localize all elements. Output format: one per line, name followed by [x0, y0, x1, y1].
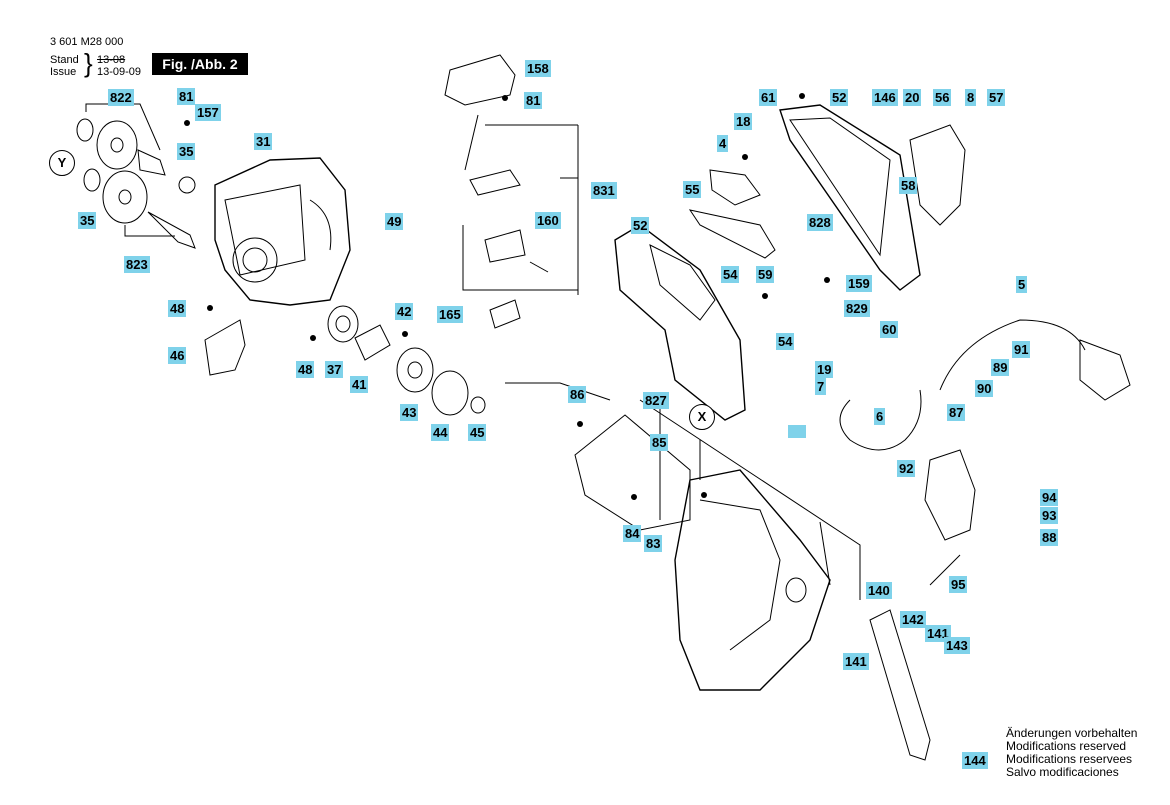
view-marker-y: Y: [49, 150, 75, 176]
part-label-59: 59: [756, 266, 775, 283]
part-label-87: 87: [947, 404, 966, 421]
stand-date: 13-08: [97, 54, 126, 66]
part-label-146: 146: [872, 89, 898, 106]
figure-label: Fig. /Abb. 2: [152, 53, 248, 75]
part-label-58: 58: [899, 177, 918, 194]
part-label-37: 37: [325, 361, 344, 378]
part-label-94: 94: [1040, 489, 1059, 506]
part-label-165: 165: [437, 306, 463, 323]
part-label-822: 822: [108, 89, 134, 106]
part-label-95: 95: [949, 576, 968, 593]
part-label-5: 5: [1016, 276, 1028, 293]
part-label-157: 157: [195, 104, 221, 121]
part-label-49: 49: [385, 213, 404, 230]
part-label-91: 91: [1012, 341, 1031, 358]
part-label-85: 85: [650, 434, 669, 451]
part-label-88: 88: [1040, 529, 1059, 546]
part-label-44: 44: [431, 424, 450, 441]
part-label-93: 93: [1040, 507, 1059, 524]
part-label-48-lower: 48: [296, 361, 315, 378]
part-label-52-lower: 52: [631, 217, 650, 234]
part-label-142: 142: [900, 611, 926, 628]
part-label-8: 8: [965, 89, 977, 106]
part-label-829: 829: [844, 300, 870, 317]
part-label-160: 160: [535, 212, 561, 229]
part-label-31: 31: [254, 133, 273, 150]
modification-notes: Änderungen vorbehalten Modifications res…: [1006, 727, 1137, 779]
part-label-90: 90: [975, 380, 994, 397]
part-label-35-lower: 35: [78, 212, 97, 229]
part-label-81: 81: [177, 88, 196, 105]
part-label-831: 831: [591, 182, 617, 199]
part-label-54-upper: 54: [721, 266, 740, 283]
part-label-144: 144: [962, 752, 988, 769]
part-label-4: 4: [717, 135, 729, 152]
part-label-43: 43: [400, 404, 419, 421]
part-label-54-lower: 54: [776, 333, 795, 350]
part-label-41: 41: [350, 376, 369, 393]
part-label-55: 55: [683, 181, 702, 198]
part-label-46: 46: [168, 347, 187, 364]
part-label-141-left: 141: [843, 653, 869, 670]
part-label-19: 19: [815, 361, 834, 378]
note-fr: Modifications reservees: [1006, 752, 1133, 766]
part-label-48-upper: 48: [168, 300, 187, 317]
part-label-92: 92: [897, 460, 916, 477]
stand-label: Stand: [50, 54, 79, 66]
part-label-6: 6: [874, 408, 886, 425]
part-label-823: 823: [124, 256, 150, 273]
note-es: Salvo modificaciones: [1006, 765, 1119, 779]
part-label-84: 84: [623, 525, 642, 542]
part-label-35-upper: 35: [177, 143, 196, 160]
highlight-marker: [788, 425, 806, 438]
part-label-143: 143: [944, 637, 970, 654]
part-label-159: 159: [846, 275, 872, 292]
note-en: Modifications reserved: [1006, 739, 1127, 753]
bracket-icon: }: [84, 48, 93, 78]
part-label-18: 18: [734, 113, 753, 130]
note-de: Änderungen vorbehalten: [1006, 726, 1138, 740]
part-label-140: 140: [866, 582, 892, 599]
part-label-61: 61: [759, 89, 778, 106]
document-number: 3 601 M28 000: [50, 36, 124, 48]
issue-label: Issue: [50, 66, 77, 78]
part-label-89: 89: [991, 359, 1010, 376]
part-label-827: 827: [643, 392, 669, 409]
part-label-45: 45: [468, 424, 487, 441]
part-label-52-upper: 52: [830, 89, 849, 106]
view-marker-x: X: [689, 404, 715, 430]
part-label-56: 56: [933, 89, 952, 106]
part-label-83: 83: [644, 535, 663, 552]
part-label-60: 60: [880, 321, 899, 338]
part-label-81-switch: 81: [524, 92, 543, 109]
part-label-158: 158: [525, 60, 551, 77]
part-label-20: 20: [903, 89, 922, 106]
part-label-42: 42: [395, 303, 414, 320]
part-label-86: 86: [568, 386, 587, 403]
part-label-828: 828: [807, 214, 833, 231]
part-label-57: 57: [987, 89, 1006, 106]
part-label-7: 7: [815, 378, 827, 395]
issue-date: 13-09-09: [97, 66, 142, 78]
